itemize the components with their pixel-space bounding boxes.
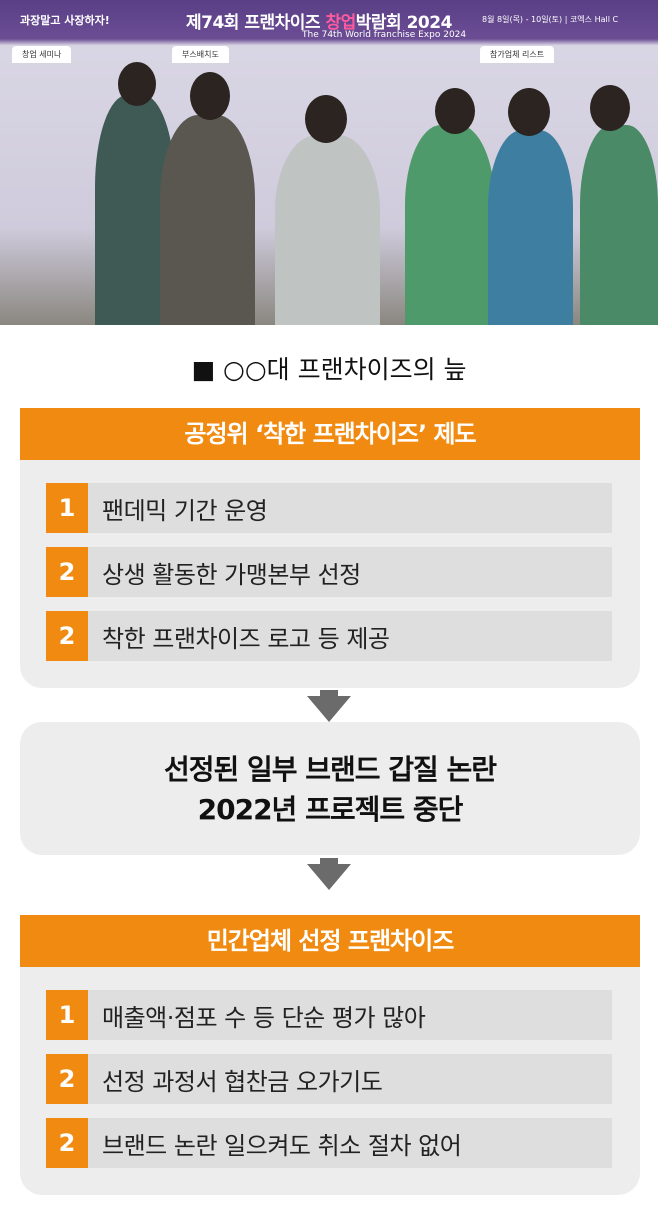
banner-title: 제74회 프랜차이즈 창업박람회 2024 [186, 8, 452, 33]
person-head [190, 72, 230, 120]
arrow-down-icon [307, 696, 351, 722]
person [160, 115, 255, 325]
person-head [590, 85, 630, 131]
person [488, 130, 573, 325]
person [580, 125, 658, 325]
banner-tab: 창업 세미나 [12, 46, 72, 63]
item-number: 2 [46, 611, 88, 661]
outcome-box: 선정된 일부 브랜드 갑질 논란 2022년 프로젝트 중단 [20, 722, 640, 855]
list-item: 2 착한 프랜차이즈 로고 등 제공 [46, 611, 612, 661]
infographic-title: ■ ○○대 프랜차이즈의 늪 [191, 355, 467, 384]
person [405, 125, 495, 325]
banner-title-prefix: 제74회 프랜차이즈 [186, 13, 326, 33]
item-number: 2 [46, 547, 88, 597]
banner-slogan: 과장말고 사장하자! [20, 14, 110, 27]
item-text: 착한 프랜차이즈 로고 등 제공 [102, 624, 390, 653]
list-item: 2 상생 활동한 가맹본부 선정 [46, 547, 612, 597]
person-head [118, 62, 156, 106]
outcome-line2: 2022년 프로젝트 중단 [197, 793, 464, 826]
item-text: 팬데믹 기간 운영 [102, 496, 268, 525]
banner-tab: 참가업체 리스트 [480, 46, 555, 63]
section1-header: 공정위 ‘착한 프랜차이즈’ 제도 [20, 408, 640, 460]
banner-title-highlight: 창업 [325, 13, 356, 33]
person-head [508, 88, 550, 136]
item-number: 1 [46, 483, 88, 533]
list-item: 2 브랜드 논란 일으켜도 취소 절차 없어 [46, 1118, 612, 1168]
list-item: 1 매출액·점포 수 등 단순 평가 많아 [46, 990, 612, 1040]
item-number: 1 [46, 990, 88, 1040]
person-head [435, 88, 475, 134]
arrow-down-icon-stem [320, 690, 338, 698]
arrow-down-icon [307, 864, 351, 890]
banner-subtitle: The 74th World franchise Expo 2024 [302, 30, 467, 40]
item-text: 상생 활동한 가맹본부 선정 [102, 560, 361, 589]
person-head [305, 95, 347, 143]
list-item: 2 선정 과정서 협찬금 오가기도 [46, 1054, 612, 1104]
expo-photo: 과장말고 사장하자! 제74회 프랜차이즈 창업박람회 2024 The 74t… [0, 0, 658, 325]
person [275, 135, 380, 325]
item-number: 2 [46, 1118, 88, 1168]
arrow-down-icon-stem [320, 858, 338, 866]
banner-date: 8월 8일(목) - 10일(토) | 코엑스 Hall C [482, 15, 619, 24]
banner-tab: 부스배치도 [172, 46, 229, 63]
item-text: 브랜드 논란 일으켜도 취소 절차 없어 [102, 1131, 462, 1160]
list-item: 1 팬데믹 기간 운영 [46, 483, 612, 533]
item-text: 선정 과정서 협찬금 오가기도 [102, 1067, 383, 1096]
item-text: 매출액·점포 수 등 단순 평가 많아 [102, 1003, 426, 1032]
outcome-line1: 선정된 일부 브랜드 갑질 논란 [163, 753, 497, 786]
item-number: 2 [46, 1054, 88, 1104]
banner-title-suffix: 박람회 2024 [355, 13, 453, 33]
section2-header: 민간업체 선정 프랜차이즈 [20, 915, 640, 967]
